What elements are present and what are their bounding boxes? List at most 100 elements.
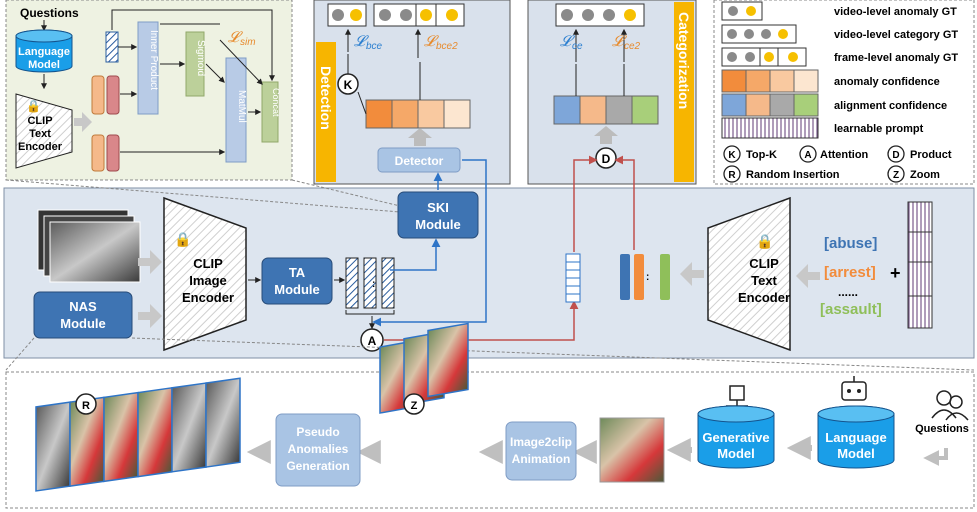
categorization-title: Categorization — [676, 12, 692, 109]
random-insertion-legend-icon: R — [728, 170, 736, 181]
lock-icon: 🔒 — [756, 233, 773, 250]
plus-sign: + — [890, 263, 901, 283]
generative-model-db: Generative Model — [697, 405, 775, 469]
detector-box: Detector — [377, 147, 461, 173]
sigmoid-op: Sigmoid — [185, 31, 206, 97]
topk-operator-icon: K — [337, 73, 359, 95]
video-feature-vector — [565, 253, 581, 303]
frame-level-gt-box — [373, 3, 465, 27]
clip-image-encoder: 🔒 CLIP Image Encoder — [163, 196, 247, 352]
pseudo-anomaly-video — [35, 377, 241, 492]
svg-text:Top-K: Top-K — [746, 149, 777, 161]
lock-icon: 🔒 — [174, 231, 191, 248]
ta-module-box: TA Module — [261, 257, 333, 305]
svg-text:Encoder: Encoder — [182, 290, 234, 305]
svg-text:Text: Text — [29, 128, 51, 140]
svg-text:Concat: Concat — [271, 88, 281, 117]
pseudo-anomalies-box: Pseudo Anomalies Generation — [275, 413, 361, 487]
svg-text:Generation: Generation — [286, 459, 349, 473]
svg-text:Zoom: Zoom — [910, 169, 940, 181]
svg-text:Generative: Generative — [702, 430, 769, 445]
video-level-category-gt-box — [555, 3, 645, 27]
image2clip-box: Image2clip Animation — [505, 421, 577, 481]
category-prompts: [abuse] [arrest] ...... [assault] + — [820, 235, 901, 318]
similarity-inset: Questions Language Model 🔒 CLIP Text Enc… — [5, 0, 293, 181]
legend-video-category-gt: video-level category GT — [834, 29, 958, 41]
svg-text:Model: Model — [28, 59, 60, 71]
generated-image — [599, 417, 665, 483]
zoom-operator-icon: Z — [403, 393, 425, 415]
animated-clip-frames — [379, 322, 469, 414]
svg-text:Model: Model — [717, 446, 755, 461]
svg-text:Image2clip: Image2clip — [510, 435, 572, 449]
svg-text:TA: TA — [289, 265, 306, 280]
svg-text:CLIP: CLIP — [749, 256, 779, 271]
svg-text::: : — [646, 272, 649, 283]
learnable-prompt-tokens — [907, 201, 933, 329]
svg-text:ce2: ce2 — [624, 41, 641, 52]
svg-text:Model: Model — [837, 446, 875, 461]
svg-text:Language: Language — [18, 46, 70, 58]
inset-questions-label: Questions — [20, 6, 79, 20]
attention-legend-icon: A — [804, 150, 811, 161]
anomaly-confidence-bar — [365, 99, 471, 129]
visual-features: : — [345, 257, 395, 309]
svg-text:Attention: Attention — [820, 149, 869, 161]
inset-language-model: Language Model — [15, 29, 73, 73]
svg-text:ce: ce — [572, 41, 583, 52]
input-video-frames — [37, 209, 141, 283]
detection-title: Detection — [318, 66, 334, 130]
svg-text:sim: sim — [240, 37, 256, 48]
clip-text-encoder: 🔒 CLIP Text Encoder — [707, 196, 791, 352]
questions-user-icon — [931, 390, 969, 421]
svg-text:R: R — [82, 400, 90, 412]
legend-frame-anomaly-gt: frame-level anomaly GT — [834, 52, 958, 64]
svg-text:Z: Z — [411, 400, 418, 412]
topk-legend-icon: K — [728, 150, 736, 161]
detection-panel: Detection 𝓛 bce 𝓛 bce2 K — [313, 0, 511, 185]
product-legend-icon: D — [892, 150, 899, 161]
svg-text:MatMul: MatMul — [236, 90, 247, 123]
svg-text::: : — [372, 279, 375, 290]
text-features: : — [620, 254, 670, 300]
inner-product-op: Inner Product — [137, 21, 159, 115]
svg-text:NAS: NAS — [69, 299, 97, 314]
lock-icon: 🔒 — [26, 99, 41, 113]
legend-learnable-prompt: learnable prompt — [834, 123, 924, 135]
robot-icon — [841, 376, 867, 401]
categorization-panel: Categorization 𝓛 ce 𝓛 ce2 D — [527, 0, 697, 185]
matmul-op: MatMul — [225, 57, 247, 163]
category-abuse: [abuse] — [824, 235, 877, 252]
svg-text:Product: Product — [910, 149, 952, 161]
nas-pipeline-panel: Questions Language Model Generative Mode… — [5, 322, 975, 509]
category-ellipsis: ...... — [838, 285, 858, 299]
svg-text:Detector: Detector — [395, 154, 444, 168]
questions-label: Questions — [915, 423, 969, 435]
svg-text:Encoder: Encoder — [18, 141, 63, 153]
svg-text:K: K — [344, 78, 353, 92]
random-insertion-operator-icon: R — [75, 393, 97, 415]
video-level-gt-box — [327, 3, 367, 27]
svg-text:Encoder: Encoder — [738, 290, 790, 305]
svg-text:CLIP: CLIP — [27, 115, 52, 127]
svg-text:Module: Module — [274, 282, 320, 297]
concat-op: Concat — [261, 81, 281, 143]
svg-text:Animation: Animation — [512, 452, 571, 466]
legend: video-level anomaly GT video-level categ… — [713, 0, 975, 185]
svg-text:Inner Product: Inner Product — [148, 30, 159, 90]
zoom-legend-icon: Z — [893, 170, 899, 181]
inset-clip-text-encoder: 🔒 CLIP Text Encoder — [15, 93, 73, 169]
legend-alignment-confidence: alignment confidence — [834, 100, 947, 112]
alignment-confidence-bar — [553, 95, 659, 125]
svg-text:D: D — [602, 152, 611, 166]
svg-text:Random Insertion: Random Insertion — [746, 169, 840, 181]
language-model-db: Language Model — [817, 405, 895, 469]
svg-text:Text: Text — [751, 273, 777, 288]
product-operator-icon: D — [595, 147, 617, 169]
svg-text:Pseudo: Pseudo — [296, 425, 339, 439]
category-arrest: [arrest] — [824, 264, 876, 281]
svg-text:bce2: bce2 — [436, 41, 458, 52]
svg-text:Module: Module — [60, 316, 106, 331]
svg-text:Sigmoid: Sigmoid — [195, 40, 206, 76]
